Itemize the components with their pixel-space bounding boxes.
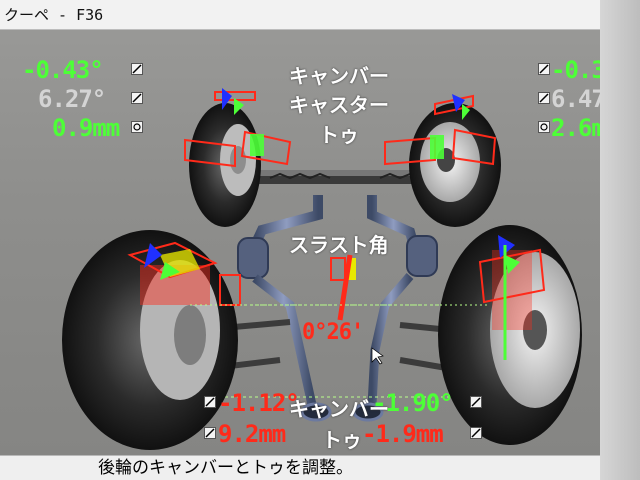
front-left-toe-value: 0.9mm bbox=[52, 114, 120, 142]
edit-icon[interactable] bbox=[538, 63, 550, 75]
edit-icon[interactable] bbox=[204, 396, 216, 408]
thrust-angle-value: 0°26' bbox=[302, 320, 364, 345]
alignment-screen: クーペ - F36 キャンバー キャスター トゥ スラスト角 キャンバー トゥ … bbox=[0, 0, 600, 455]
front-left-camber-value: -0.43° bbox=[22, 56, 104, 84]
front-right-wheel bbox=[384, 94, 501, 227]
edit-icon[interactable] bbox=[131, 92, 143, 104]
edit-icon[interactable] bbox=[538, 92, 550, 104]
thrust-angle-indicator bbox=[190, 254, 490, 321]
rear-right-toe-value: -1.9mm bbox=[362, 420, 444, 448]
settings-icon[interactable] bbox=[131, 121, 143, 133]
chassis-illustration bbox=[62, 88, 582, 450]
camber-label: キャンバー bbox=[289, 64, 389, 88]
rear-right-wheel bbox=[438, 225, 582, 445]
front-left-caster-value: 6.27° bbox=[38, 85, 106, 113]
toe-label: トゥ bbox=[319, 123, 359, 147]
rear-left-camber-value: -1.12° bbox=[218, 389, 300, 417]
rear-camber-label: キャンバー bbox=[289, 397, 389, 421]
front-axle bbox=[230, 170, 430, 184]
edit-icon[interactable] bbox=[470, 396, 482, 408]
front-left-wheel bbox=[184, 88, 292, 227]
settings-icon[interactable] bbox=[538, 121, 550, 133]
edit-icon[interactable] bbox=[131, 63, 143, 75]
window-title: クーペ - F36 bbox=[0, 0, 600, 30]
edit-icon[interactable] bbox=[470, 427, 482, 439]
monitor-bezel bbox=[600, 0, 640, 480]
mouse-cursor bbox=[371, 347, 384, 365]
rear-left-wheel bbox=[62, 230, 241, 450]
exhaust-system bbox=[237, 195, 438, 422]
front-right-camber-value: -0.33° bbox=[551, 56, 600, 84]
rear-toe-label: トゥ bbox=[322, 428, 362, 452]
front-right-toe-value: 2.6mm bbox=[551, 114, 600, 142]
front-right-caster-value: 6.47° bbox=[551, 85, 600, 113]
thrust-angle-label: スラスト角 bbox=[289, 233, 389, 257]
rear-left-toe-value: 9.2mm bbox=[218, 420, 286, 448]
status-message: 後輪のキャンバーとトゥを調整。 bbox=[0, 455, 600, 480]
caster-label: キャスター bbox=[289, 93, 389, 117]
rear-right-camber-value: -1.90° bbox=[372, 389, 454, 417]
edit-icon[interactable] bbox=[204, 427, 216, 439]
